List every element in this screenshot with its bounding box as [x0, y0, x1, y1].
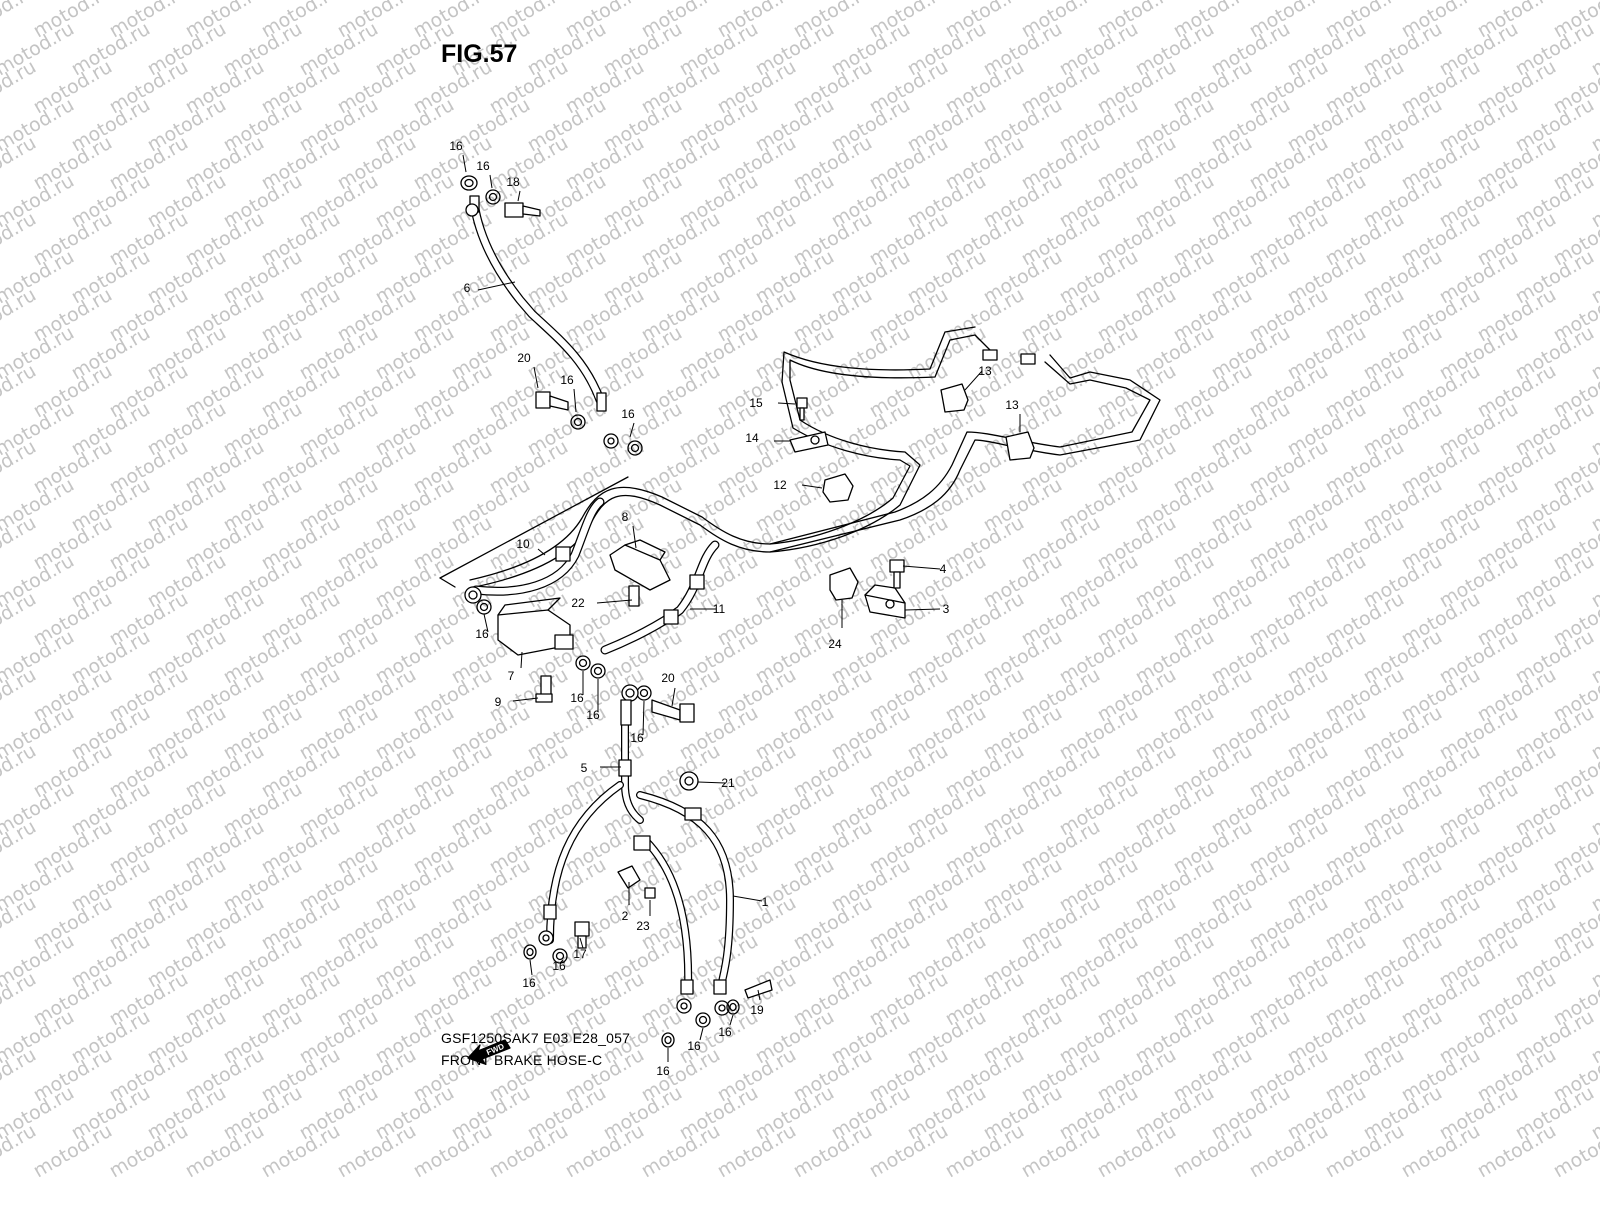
bolt-22	[629, 586, 639, 606]
callout-number: 16	[630, 731, 644, 745]
bolt-18	[505, 203, 540, 217]
bolt-20-upper	[536, 392, 568, 410]
callout-number: 16	[560, 373, 574, 387]
callout-number: 20	[517, 351, 531, 365]
callout-number: 8	[622, 510, 629, 524]
figure-model-code: GSF1250SAK7 E03 E28_057	[441, 1030, 630, 1046]
callout-number: 11	[713, 602, 726, 616]
callout-number: 20	[661, 671, 675, 685]
callout-number: 3	[943, 602, 950, 616]
group-bracket-line-2	[440, 578, 455, 587]
callout-number: 13	[1005, 398, 1019, 412]
callout-number: 22	[571, 596, 585, 610]
callout-number: 2	[622, 909, 629, 923]
clamp-13b	[1006, 432, 1034, 460]
callout-number: 19	[750, 1003, 764, 1017]
figure-name: FRONT BRAKE HOSE-C	[441, 1052, 602, 1068]
callout-number: 21	[721, 776, 735, 790]
callout-number: 16	[449, 139, 463, 153]
bolt-23	[645, 888, 655, 898]
callout-number: 16	[552, 959, 566, 973]
callout-number: 14	[745, 431, 759, 445]
callout-number: 5	[581, 761, 588, 775]
clip-21	[680, 772, 698, 790]
callout-number: 7	[508, 669, 515, 683]
callout-number: 9	[495, 695, 502, 709]
callout-number: 18	[506, 175, 520, 189]
callout-number: 10	[516, 537, 530, 551]
callout-number: 16	[656, 1064, 670, 1078]
callout-number: 16	[687, 1039, 701, 1053]
callout-number: 13	[978, 364, 992, 378]
callout-number: 16	[586, 708, 600, 722]
callout-number: 16	[718, 1025, 732, 1039]
callout-number: 1	[762, 895, 769, 909]
callout-number: 15	[749, 396, 763, 410]
callout-number: 12	[773, 478, 787, 492]
clamp-13a	[941, 384, 968, 412]
callout-number: 17	[573, 947, 587, 961]
callout-number: 16	[570, 691, 584, 705]
callout-number: 23	[636, 919, 650, 933]
figure-title: FIG.57	[441, 40, 517, 69]
callout-number: 24	[828, 637, 842, 651]
callout-number: 16	[621, 407, 635, 421]
callout-number: 16	[522, 976, 536, 990]
callout-number: 16	[476, 159, 490, 173]
callout-number: 6	[464, 281, 471, 295]
callout-number: 4	[940, 562, 947, 576]
callout-number: 16	[475, 627, 489, 641]
